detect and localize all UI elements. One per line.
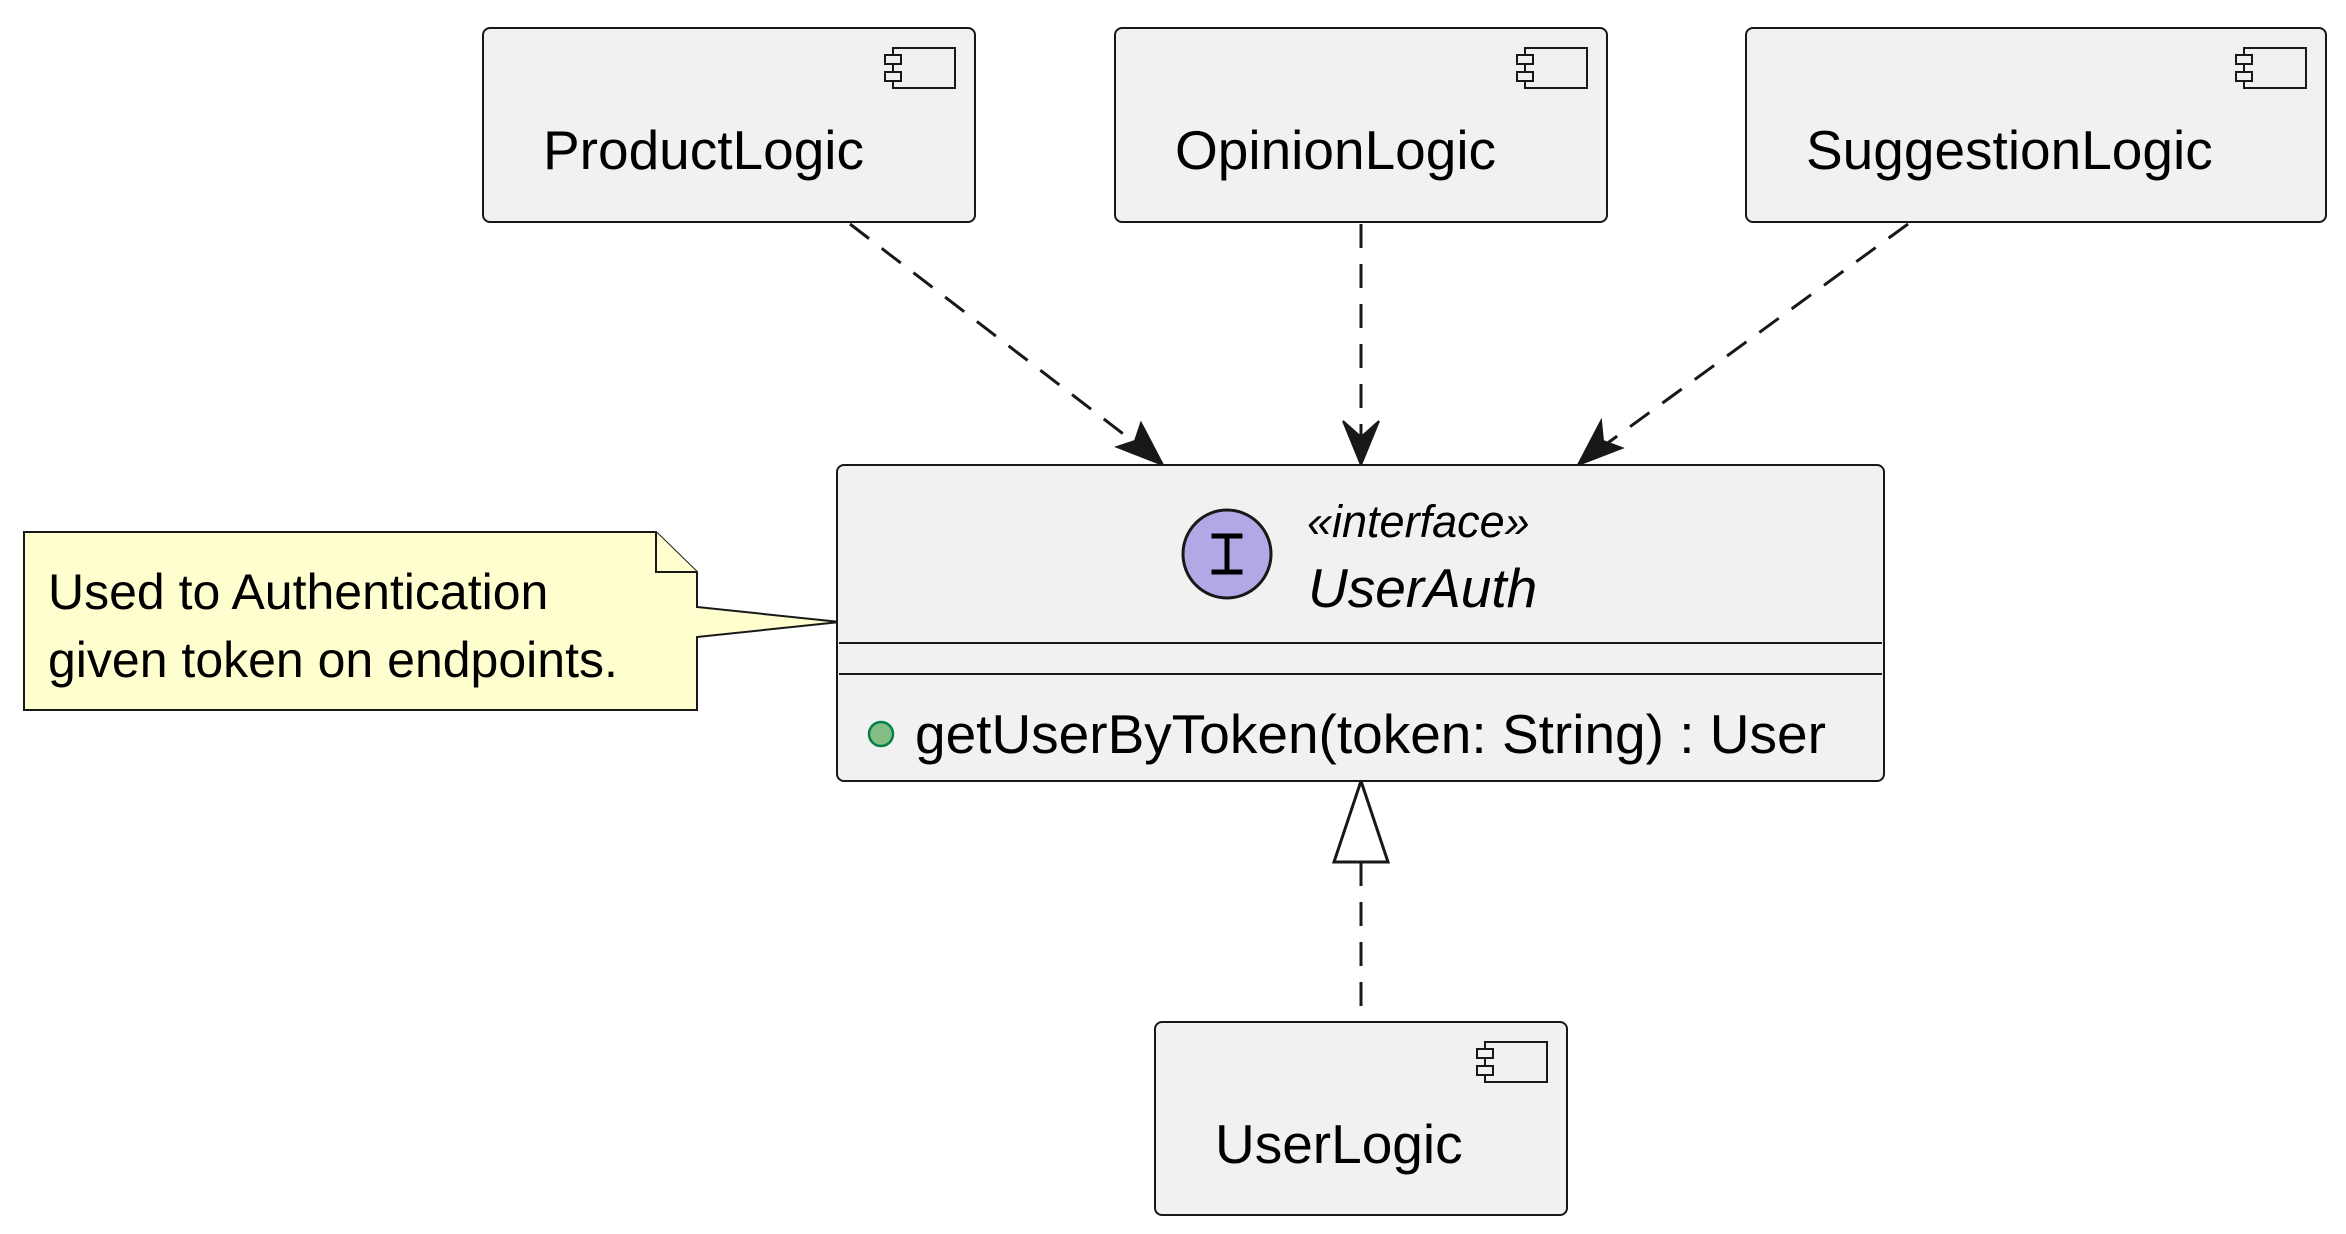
open-arrowhead — [1114, 420, 1166, 467]
component-product-logic[interactable]: ProductLogic — [482, 27, 976, 223]
note-line-2: given token on endpoints. — [48, 632, 618, 688]
interface-badge — [1181, 508, 1273, 600]
interface-name: UserAuth — [1308, 557, 1537, 619]
component-box — [1114, 27, 1608, 223]
interface-method: getUserByToken(token: String) : User — [915, 703, 1826, 765]
note-line-1: Used to Authentication — [48, 564, 548, 620]
dependency-product-to-userauth — [849, 222, 1166, 467]
component-suggestion-logic[interactable]: SuggestionLogic — [1745, 27, 2327, 223]
component-label: UserLogic — [1215, 1113, 1463, 1175]
component-box — [482, 27, 976, 223]
component-label: ProductLogic — [543, 119, 864, 181]
component-user-logic[interactable]: UserLogic — [1154, 1021, 1568, 1216]
dependency-line — [849, 222, 1149, 455]
interface-userauth[interactable]: «interface» UserAuth getUserByToken(toke… — [836, 464, 1885, 782]
component-opinion-logic[interactable]: OpinionLogic — [1114, 27, 1608, 223]
component-label: OpinionLogic — [1175, 119, 1496, 181]
component-box — [1745, 27, 2327, 223]
component-icon — [884, 47, 956, 89]
component-icon — [1516, 47, 1588, 89]
note-fold — [655, 532, 697, 573]
note-userauth: Used to Authentication given token on en… — [23, 531, 841, 711]
component-icon — [1476, 1041, 1548, 1083]
dependency-line — [1593, 222, 1909, 455]
interface-stereotype: «interface» — [1307, 496, 1530, 547]
realization-userlogic-to-userauth — [1331, 776, 1391, 1022]
component-box — [1154, 1021, 1568, 1216]
interface-badge-letter-icon — [1211, 533, 1243, 575]
open-arrowhead — [1575, 417, 1625, 467]
realization-triangle — [1331, 776, 1391, 864]
interface-box — [836, 464, 1885, 782]
component-label: SuggestionLogic — [1806, 119, 2213, 181]
component-icon — [2235, 47, 2307, 89]
dependency-suggestion-to-userauth — [1575, 222, 1909, 467]
dependency-opinion-to-userauth — [1342, 224, 1380, 468]
public-visibility-icon — [867, 720, 895, 748]
open-arrowhead — [1342, 420, 1380, 468]
